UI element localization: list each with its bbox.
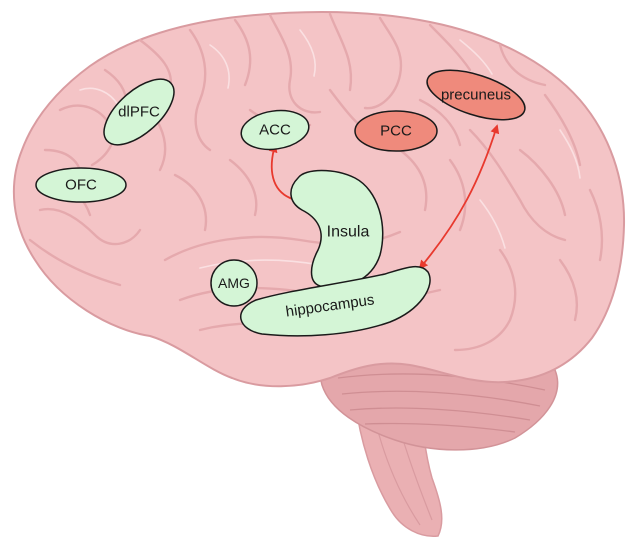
region-dlpfc-shape [103, 78, 175, 146]
region-pcc-label: PCC [380, 123, 412, 140]
region-pcc: PCC [354, 110, 438, 152]
region-pcc-shape [354, 110, 438, 152]
region-amg-label: AMG [218, 275, 250, 291]
region-ofc-shape [35, 167, 127, 203]
region-acc-label: ACC [259, 122, 291, 139]
region-acc: ACC [240, 109, 310, 151]
region-amg: AMG [210, 259, 258, 307]
region-precuneus-label: precuneus [441, 87, 511, 104]
region-dlpfc: dlPFC [103, 78, 175, 146]
connection-arrow-precuneus-hippocampus [418, 124, 500, 270]
region-amg-shape [210, 259, 258, 307]
region-insula: Insula [290, 169, 384, 289]
region-hippocampus: hippocampus [239, 265, 431, 337]
region-acc-shape [240, 109, 310, 151]
region-dlpfc-label: dlPFC [118, 104, 160, 121]
region-insula-label: Insula [327, 224, 370, 241]
region-ofc-label: OFC [65, 177, 97, 194]
region-hippocampus-shape [239, 265, 431, 337]
region-ofc: OFC [35, 167, 127, 203]
region-precuneus-shape [426, 69, 526, 121]
region-precuneus: precuneus [426, 69, 526, 121]
